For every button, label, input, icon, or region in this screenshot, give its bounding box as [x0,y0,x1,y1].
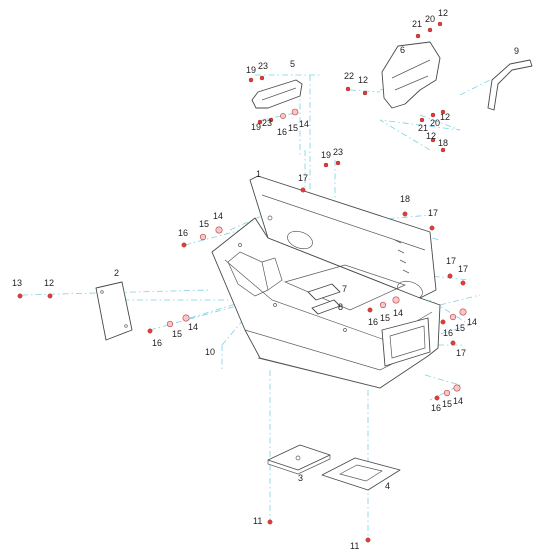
label-16-top: 16 [277,127,287,137]
label-12-mid: 12 [358,75,368,85]
console-body [211,175,441,389]
label-12-top: 12 [438,8,448,18]
label-14-left-upper: 14 [213,211,223,221]
label-14-right-mid: 14 [393,308,403,318]
label-17-right2: 17 [446,256,456,266]
label-15-bottom-right: 15 [442,399,452,409]
label-14-top: 14 [299,119,309,129]
fasteners [17,21,467,543]
label-18-right: 18 [400,194,410,204]
label-21-top: 21 [412,19,422,29]
label-13: 13 [12,278,22,288]
label-14-right-side: 14 [467,317,477,327]
label-19-center: 19 [321,150,331,160]
label-15-right-mid: 15 [380,313,390,323]
label-5: 5 [290,59,295,69]
label-12-low: 12 [426,131,436,141]
label-16-left-lower: 16 [152,338,162,348]
part-2-panel [95,281,133,341]
label-23-bottom: 23 [262,118,272,128]
label-18-top: 18 [438,138,448,148]
part-4-frame [321,457,401,491]
label-19-top: 19 [246,65,256,75]
label-1: 1 [256,169,261,179]
label-11a: 11 [253,516,262,526]
label-22: 22 [344,71,354,81]
label-20-mid: 20 [430,118,440,128]
label-9: 9 [514,46,519,56]
part-6-cover [381,41,441,109]
part-7-plate [307,283,341,301]
label-6: 6 [400,45,405,55]
label-23-top: 23 [258,61,268,71]
label-15-left-upper: 15 [199,219,209,229]
label-12-left: 12 [44,278,54,288]
part-8-plate [311,299,341,315]
label-23-center: 23 [333,147,343,157]
label-17-center: 17 [298,173,308,183]
label-2: 2 [114,268,119,278]
label-4: 4 [385,481,390,491]
label-16-right-mid: 16 [368,317,378,327]
label-14-left-lower: 14 [188,322,198,332]
label-20-top: 20 [425,14,435,24]
label-14-bottom-right: 14 [453,396,463,406]
label-16-right-side: 16 [443,328,453,338]
label-12-mid2: 12 [440,112,450,122]
label-7: 7 [342,284,347,294]
label-16-bottom-right: 16 [431,403,441,413]
label-11b: 11 [350,541,359,551]
label-3: 3 [298,473,303,483]
label-15-left-lower: 15 [172,329,182,339]
label-19-bottom: 19 [251,122,261,132]
label-16-left-upper: 16 [178,228,188,238]
label-17-right4: 17 [456,348,466,358]
callout-labels: 1 2 3 4 5 6 7 8 9 10 11 11 13 12 16 15 1… [12,8,519,551]
label-17-right1: 17 [428,208,438,218]
label-15-top: 15 [288,123,298,133]
part-9-handle [487,59,533,111]
label-17-right3: 17 [458,264,468,274]
label-21-mid: 21 [418,123,428,133]
label-8: 8 [338,302,343,312]
part-5-bracket [251,79,303,109]
label-15-right-side: 15 [455,323,465,333]
label-10: 10 [205,347,215,357]
